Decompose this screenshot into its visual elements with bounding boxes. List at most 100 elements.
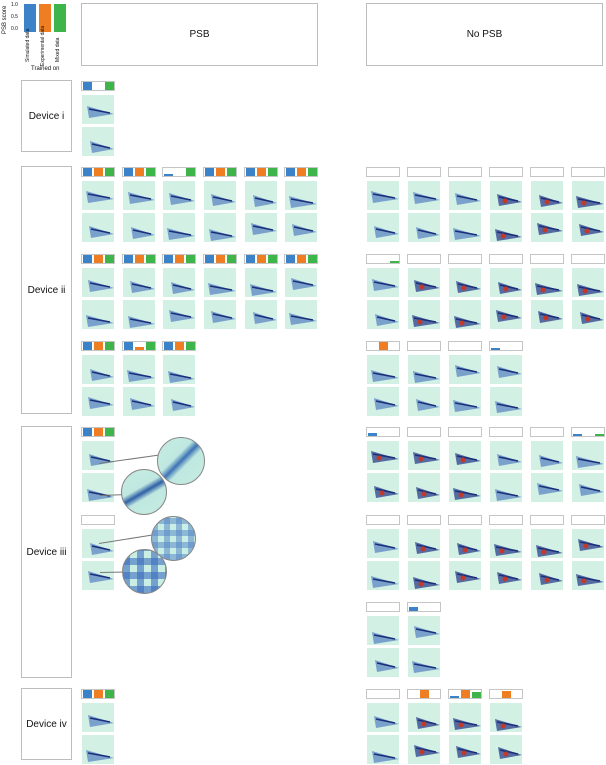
psb-score-bars — [81, 254, 115, 264]
legend-cap-mixed: Mixed data — [55, 37, 61, 62]
psb-score-bars — [448, 167, 482, 177]
stability-diagram-image — [162, 386, 196, 417]
psb-score-bars — [489, 689, 523, 699]
psb-score-bars — [162, 341, 196, 351]
stability-diagram-image — [407, 180, 441, 211]
psb-score-bars — [448, 341, 482, 351]
legend-bar-experimental — [39, 4, 51, 32]
zoom-inset-pixel-2 — [122, 549, 167, 594]
stability-diagram-image — [366, 560, 400, 591]
psb-score-bar — [461, 690, 470, 698]
psb-score-bars — [81, 341, 115, 351]
stability-diagram-image — [489, 702, 523, 733]
stability-diagram-image — [284, 267, 318, 298]
psb-column-header: PSB — [81, 3, 318, 66]
psb-score-bars — [407, 689, 441, 699]
stability-diagram-image — [530, 528, 564, 559]
psb-score-bar — [450, 696, 459, 698]
psb-score-bars — [244, 254, 278, 264]
psb-score-bar — [246, 168, 255, 176]
psb-score-bars — [530, 167, 564, 177]
psb-score-bar — [216, 255, 225, 263]
psb-score-bar — [257, 255, 266, 263]
stability-diagram-image — [530, 299, 564, 330]
psb-score-bar — [246, 255, 255, 263]
psb-score-bars — [81, 689, 115, 699]
stability-diagram-image — [448, 299, 482, 330]
legend-tick-1: 1.0 — [11, 2, 18, 8]
psb-score-bars — [81, 167, 115, 177]
psb-score-bar — [83, 82, 92, 90]
psb-score-bar — [573, 434, 582, 436]
stability-diagram-image — [366, 615, 400, 646]
psb-score-bar — [135, 255, 144, 263]
psb-score-bar — [308, 255, 317, 263]
stability-diagram-image — [81, 212, 115, 243]
psb-score-bars — [571, 254, 605, 264]
stability-diagram-image — [571, 180, 605, 211]
psb-score-bars — [81, 81, 115, 91]
stability-diagram-image — [81, 354, 115, 385]
psb-score-bars — [284, 167, 318, 177]
stability-diagram-image — [81, 299, 115, 330]
psb-score-bar — [491, 348, 500, 350]
psb-score-bar — [227, 168, 236, 176]
psb-score-bar — [164, 255, 173, 263]
psb-score-bar — [286, 168, 295, 176]
psb-score-bar — [83, 255, 92, 263]
stability-diagram-image — [448, 386, 482, 417]
stability-diagram-image — [448, 734, 482, 765]
psb-score-bars — [81, 515, 115, 525]
stability-diagram-image — [162, 354, 196, 385]
legend-xlabel: Trained on — [31, 66, 60, 72]
legend-tick-3: 0.0 — [11, 26, 18, 32]
stability-diagram-image — [530, 560, 564, 591]
stability-diagram-image — [366, 267, 400, 298]
stability-diagram-image — [244, 299, 278, 330]
stability-diagram-image — [407, 560, 441, 591]
stability-diagram-image — [81, 472, 115, 503]
stability-diagram-image — [407, 212, 441, 243]
psb-score-bar — [94, 690, 103, 698]
psb-score-bar — [105, 342, 114, 350]
psb-score-bar — [124, 255, 133, 263]
psb-score-bars — [122, 254, 156, 264]
legend-cap-simulated: Simulated data — [25, 28, 31, 62]
stability-diagram-image — [448, 702, 482, 733]
stability-diagram-image — [366, 386, 400, 417]
psb-score-bar — [146, 342, 155, 350]
stability-diagram-image — [81, 126, 115, 157]
legend-bar-mixed — [54, 4, 66, 32]
psb-score-bars — [530, 427, 564, 437]
psb-score-bar — [164, 342, 173, 350]
psb-score-bar — [186, 342, 195, 350]
stability-diagram-image — [448, 528, 482, 559]
stability-diagram-image — [203, 299, 237, 330]
stability-diagram-image — [407, 354, 441, 385]
stability-diagram-image — [81, 267, 115, 298]
stability-diagram-image — [162, 212, 196, 243]
psb-score-bar — [205, 255, 214, 263]
stability-diagram-image — [448, 560, 482, 591]
psb-score-bars — [489, 167, 523, 177]
psb-score-bar — [164, 174, 173, 176]
stability-diagram-image — [366, 440, 400, 471]
psb-score-bar — [83, 690, 92, 698]
psb-score-bars — [203, 167, 237, 177]
psb-score-bar — [146, 255, 155, 263]
psb-score-bars — [489, 254, 523, 264]
psb-score-bar — [94, 255, 103, 263]
psb-score-bar — [186, 168, 195, 176]
psb-score-bar — [472, 692, 481, 698]
stability-diagram-image — [448, 472, 482, 503]
psb-score-bar — [186, 255, 195, 263]
device-i-label: Device i — [21, 80, 72, 152]
stability-diagram-image — [489, 212, 523, 243]
stability-diagram-image — [366, 299, 400, 330]
stability-diagram-image — [571, 212, 605, 243]
stability-diagram-image — [489, 354, 523, 385]
psb-score-bars — [366, 515, 400, 525]
psb-score-bar — [124, 342, 133, 350]
psb-score-bars — [407, 254, 441, 264]
psb-score-bars — [366, 427, 400, 437]
